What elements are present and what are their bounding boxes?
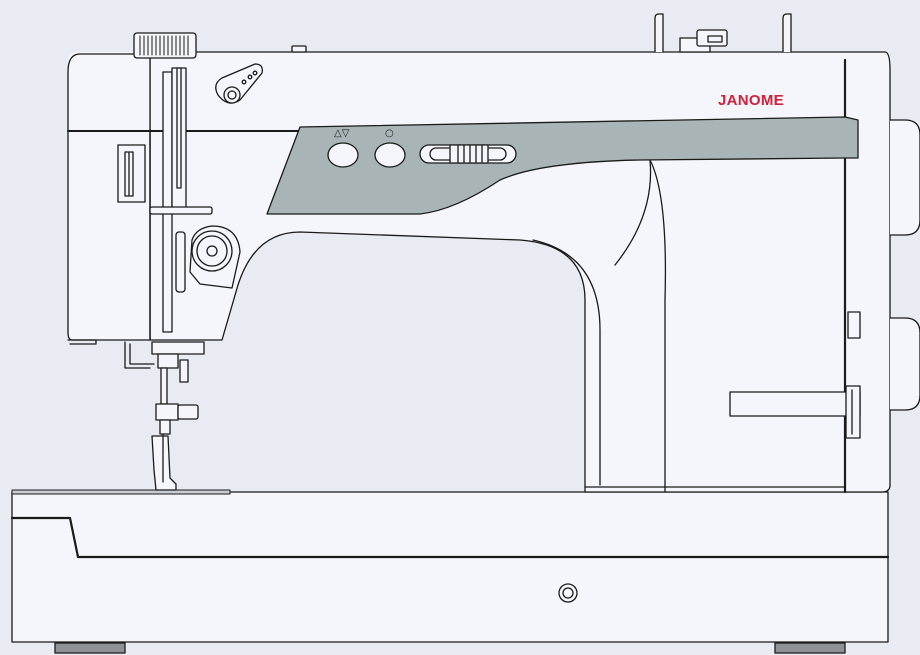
base-screw-icon [558, 583, 578, 603]
stitch-length-dial-icon [133, 32, 197, 59]
handwheel-icon [847, 119, 920, 411]
machine-base [10, 491, 890, 643]
reverse-symbol: ○ [385, 128, 394, 139]
side-window-icon [117, 144, 146, 203]
tension-dial-icon [175, 225, 241, 293]
top-cap-icon [291, 45, 307, 53]
extension-lever-icon [729, 385, 861, 439]
thread-guide-icon [215, 63, 263, 104]
thread-spool-pin-icon [654, 13, 792, 53]
control-panel [266, 116, 859, 215]
presser-foot-icon [124, 341, 205, 491]
needle-position-symbol: △▽ [334, 128, 350, 139]
machine-feet [54, 642, 846, 654]
take-up-lever-icon [149, 67, 213, 333]
needle-plate [11, 489, 231, 495]
brand-logo: JANOME [718, 92, 784, 109]
bobbin-winder-icon [679, 29, 728, 53]
